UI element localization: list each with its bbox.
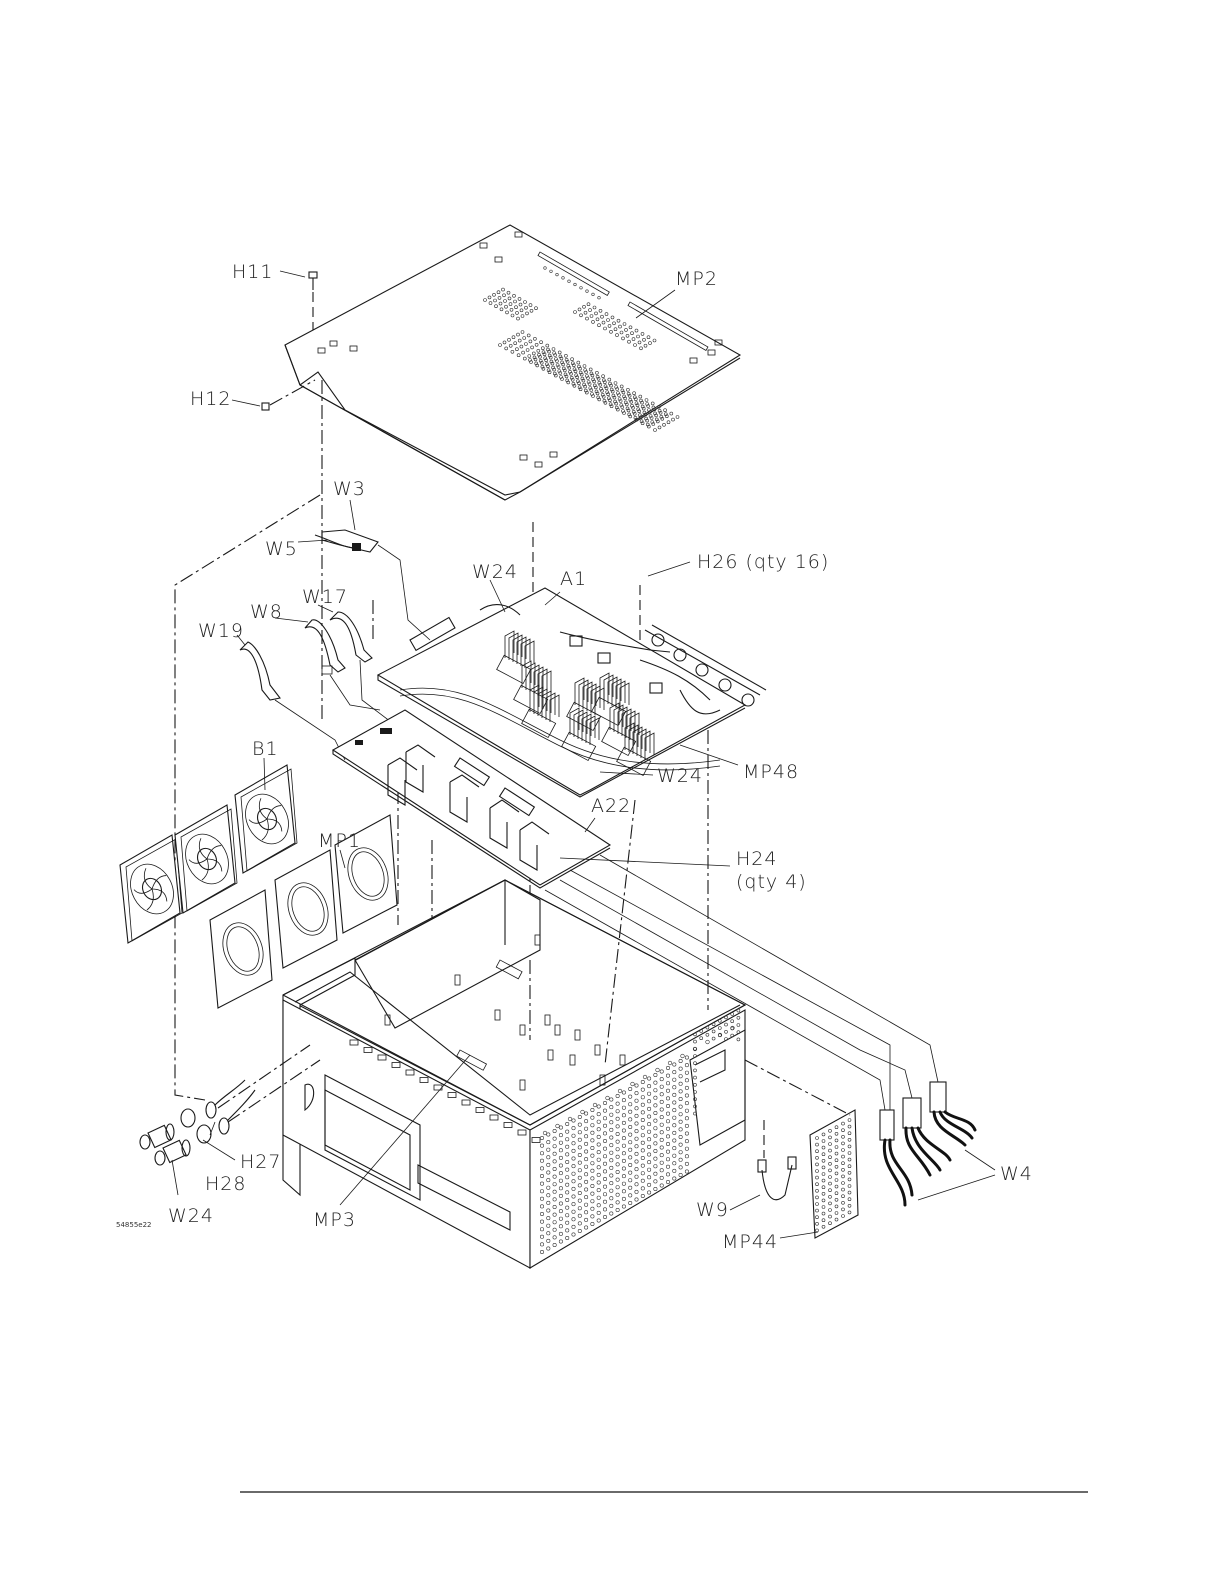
screw-h11 [309,272,317,330]
label-mp2: MP2 [675,268,718,290]
label-w24-bottom: W24 [168,1205,214,1227]
panel-mp44 [745,1060,858,1238]
cable-w9 [758,1120,796,1200]
top-cover-mp2 [285,225,740,500]
label-w24-top: W24 [472,561,518,583]
label-w3: W3 [333,478,366,500]
label-w9: W9 [696,1199,729,1221]
label-mp3: MP3 [313,1209,356,1231]
label-w17: W17 [302,586,348,608]
figure-file-tag: 54855e22 [116,1221,151,1229]
label-h11: H11 [232,261,273,283]
fans-b1 [120,765,297,943]
label-h27: H27 [240,1151,281,1173]
label-mp48: MP48 [743,761,799,783]
ribbon-w8 [305,620,380,710]
ribbon-w3-w5 [315,530,430,640]
label-mp1: MP1 [318,830,361,852]
label-a22: A22 [591,795,631,817]
label-w19: W19 [198,620,244,642]
label-b1: B1 [252,738,279,760]
label-h28: H28 [205,1173,246,1195]
label-h12: H12 [190,388,231,410]
label-mp44: MP44 [722,1231,778,1253]
label-h24-qty: (qty 4) [736,871,807,893]
label-w5: W5 [265,538,298,560]
label-w24-mid: W24 [657,765,703,787]
label-h24: H24 [736,848,777,870]
label-w8: W8 [250,601,283,623]
label-a1: A1 [560,568,587,590]
ribbon-w17 [330,612,395,725]
label-w4: W4 [1000,1163,1033,1185]
label-h26: H26 (qty 16) [697,551,829,573]
